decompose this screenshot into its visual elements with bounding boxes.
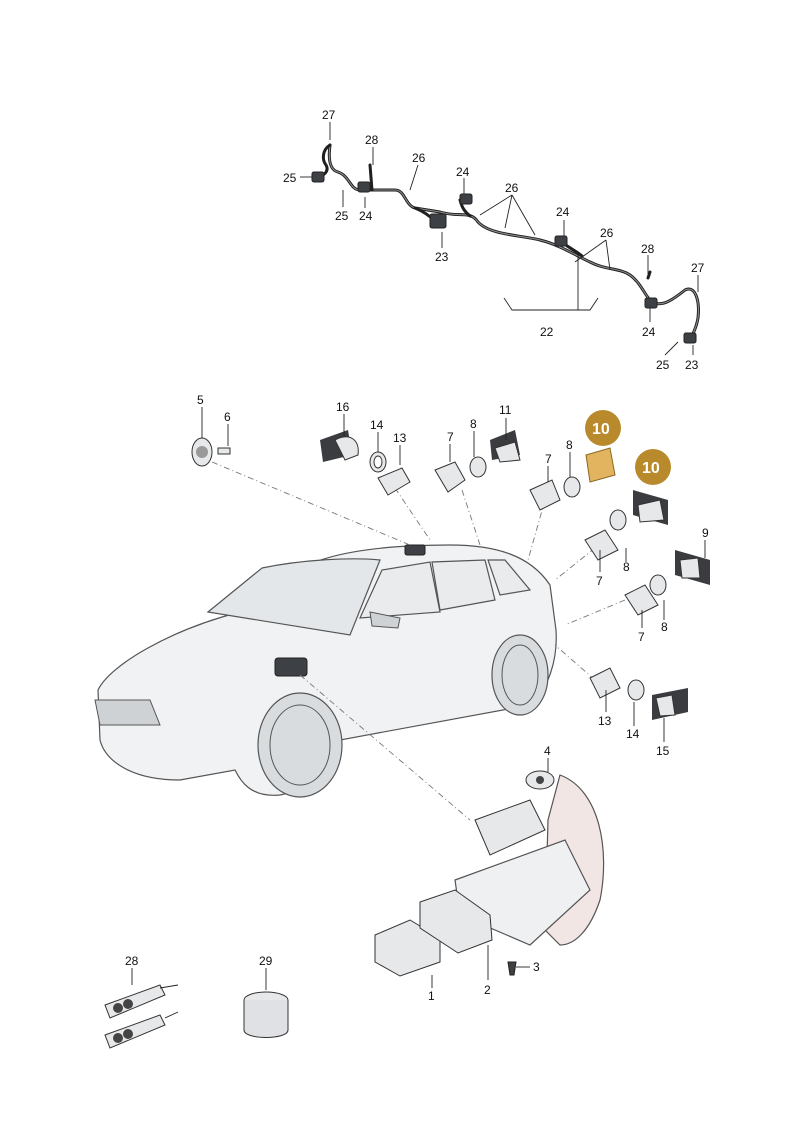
callout-7d: 7 bbox=[638, 630, 645, 644]
callout-labels: 27 28 26 25 24 26 26 26 26 26 24 23 24 2… bbox=[125, 108, 709, 1003]
callout-8c: 8 bbox=[623, 560, 630, 574]
highlight-callout-10b bbox=[635, 449, 671, 485]
callout-22b: 24 bbox=[359, 209, 373, 223]
callout-1: 1 bbox=[428, 989, 435, 1003]
callout-29: 29 bbox=[259, 954, 273, 968]
callout-23a: 25 bbox=[283, 171, 297, 185]
callout-6: 6 bbox=[224, 410, 231, 424]
callout-16: 16 bbox=[336, 400, 350, 414]
accessory-parts bbox=[104, 968, 289, 1049]
highlight-callout-10a-label: 10 bbox=[592, 421, 610, 438]
callout-27a: 28 bbox=[365, 133, 379, 147]
callout-26b: 27 bbox=[691, 261, 705, 275]
callout-7a: 7 bbox=[447, 430, 454, 444]
callout-15: 15 bbox=[656, 744, 670, 758]
callout-28: 28 bbox=[125, 954, 139, 968]
callout-27b: 28 bbox=[641, 242, 655, 256]
callout-22d: 24 bbox=[642, 325, 656, 339]
callout-7b: 7 bbox=[545, 452, 552, 466]
callout-24a: 26 bbox=[412, 151, 426, 165]
callout-8d: 8 bbox=[661, 620, 668, 634]
callout-2: 2 bbox=[484, 983, 491, 997]
callout-22a: 24 bbox=[456, 165, 470, 179]
callout-9: 9 bbox=[702, 526, 709, 540]
car-illustration bbox=[94, 544, 557, 798]
callout-4: 4 bbox=[544, 744, 551, 758]
callout-20: 22 bbox=[540, 325, 554, 339]
callout-24c: 26 bbox=[600, 226, 614, 240]
highlight-callouts: 10 10 bbox=[585, 410, 671, 485]
callout-26a: 27 bbox=[322, 108, 336, 122]
callout-24b: 26 bbox=[505, 181, 519, 195]
callout-22c: 24 bbox=[556, 205, 570, 219]
callout-8a: 8 bbox=[470, 417, 477, 431]
callout-13b: 13 bbox=[598, 714, 612, 728]
callout-21: 23 bbox=[435, 250, 449, 264]
wiring-harness bbox=[300, 122, 700, 356]
callout-8b: 8 bbox=[566, 438, 573, 452]
highlight-callout-10b-label: 10 bbox=[642, 460, 660, 477]
callout-7c: 7 bbox=[596, 574, 603, 588]
callout-5: 5 bbox=[197, 393, 204, 407]
callout-14a: 14 bbox=[370, 418, 384, 432]
part-leaders bbox=[201, 407, 706, 988]
callout-14b: 14 bbox=[626, 727, 640, 741]
callout-11: 11 bbox=[499, 403, 512, 417]
callout-3: 3 bbox=[533, 960, 540, 974]
parts-group bbox=[191, 430, 710, 720]
highlight-callout-10a bbox=[585, 410, 621, 446]
control-units bbox=[374, 770, 605, 977]
callout-13a: 13 bbox=[393, 431, 407, 445]
connector-lines bbox=[211, 461, 626, 821]
